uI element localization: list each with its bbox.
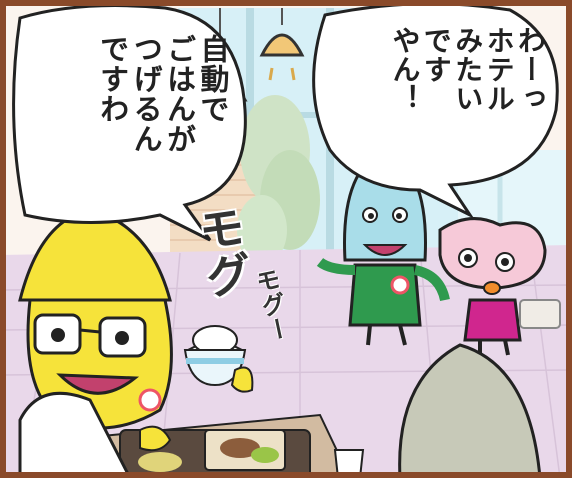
right-bubble-line-2: ホテル: [482, 26, 516, 113]
right-bubble-line-1: わーっ: [514, 26, 547, 113]
pink-octopus-character: [438, 217, 561, 356]
right-bubble-line-3: みたい: [451, 26, 485, 113]
sound-effect-large: モグ: [189, 201, 256, 303]
yellow-squid-character: [18, 208, 173, 478]
left-bubble-line-1: 自動で: [196, 34, 230, 124]
left-bubble-line-4: ですわ: [95, 34, 130, 124]
left-bubble-line-2: ごはんが: [162, 34, 197, 154]
left-bubble-line-3: つげるん: [129, 34, 164, 154]
rice-bowl: [183, 325, 254, 393]
pendant-lamp-right: [259, 8, 305, 81]
foreground-grey-character: [398, 343, 542, 478]
plant: [237, 95, 320, 265]
right-bubble-line-5: やん！: [388, 26, 422, 113]
left-bubble-text: 自動で ごはんが つげるん ですわ: [28, 34, 230, 204]
right-bubble-line-4: です: [419, 26, 453, 84]
right-bubble-text: わーっ ホテル みたい です やん！: [345, 26, 547, 186]
speech-bubble-left: [12, 4, 247, 242]
